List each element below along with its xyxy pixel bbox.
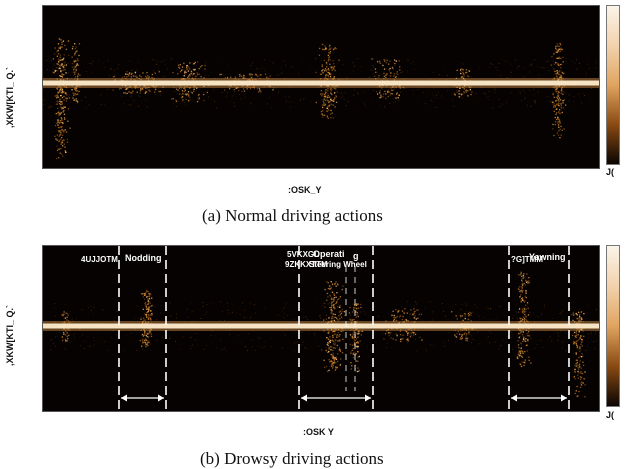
panel-a-center-band [43, 81, 599, 86]
panel-b-spectrogram: 4UJJOTM Nodding 5VKXGL 9ZKKXTTM Operati … [42, 245, 600, 412]
panel-a-caption: (a) Normal driving actions [202, 206, 383, 226]
segment-label-steering-wheel: Steering Wheel [309, 260, 367, 269]
panel-b-texture [45, 272, 599, 398]
panel-b-colorbar-label: J( [606, 410, 614, 420]
arrow-head-right-icon [365, 395, 371, 402]
panel-a-spectrogram [42, 5, 600, 169]
segment-label-operating: Operati [313, 249, 345, 259]
panel-b-center-band [43, 324, 599, 329]
arrow-head-left-icon [301, 395, 307, 402]
panel-a-x-axis-label: :OSK_Y [288, 185, 322, 195]
panel-a-colorbar [606, 5, 620, 165]
panel-b-colorbar [606, 245, 620, 407]
panel-b-y-axis-label: ,XKW[KTI_ Q.` [5, 305, 15, 366]
panel-a-y-axis-label: ,XKW[KTI_ Q.` [5, 67, 15, 128]
panel-a-colorbar-label: J( [606, 167, 614, 177]
segment-label-1: 4UJJOTM [81, 255, 118, 264]
arrow-head-right-icon [158, 395, 164, 402]
arrow-head-right-icon [561, 395, 567, 402]
panel-a-spectrogram-canvas [43, 6, 599, 168]
arrow-head-left-icon [121, 395, 127, 402]
panel-b-caption: (b) Drowsy driving actions [200, 449, 384, 469]
panel-b-spectrogram-canvas [43, 246, 599, 411]
panel-a-texture [43, 38, 598, 159]
arrow-head-left-icon [511, 395, 517, 402]
segment-label-yawning: Yawning [529, 252, 566, 262]
segment-label-nodding: Nodding [125, 253, 162, 263]
panel-b-x-axis-label: :OSK Y [303, 427, 334, 437]
